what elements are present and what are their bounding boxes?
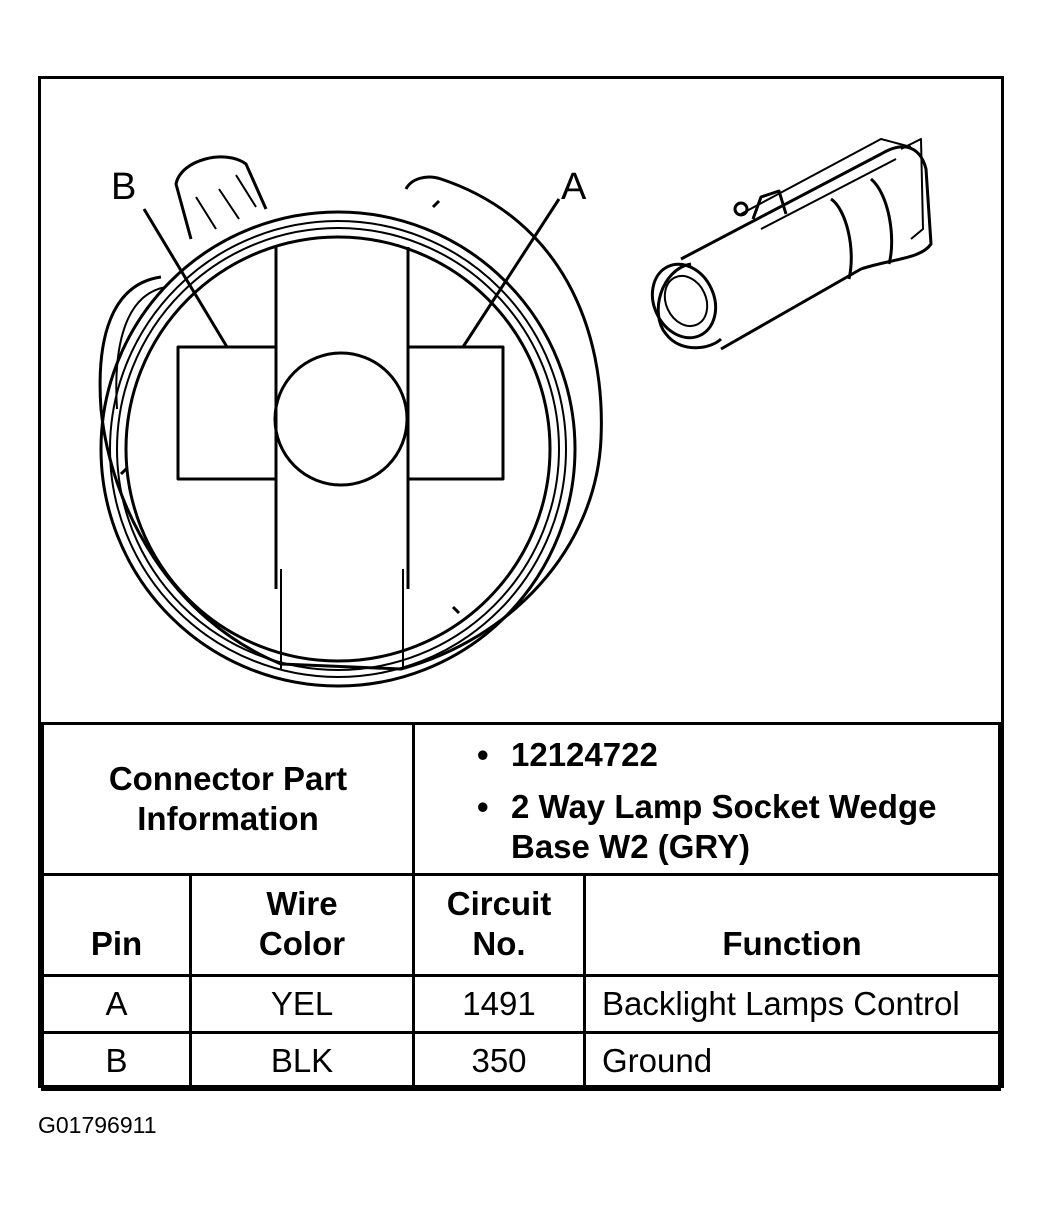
connector-face-diagram: B A — [98, 138, 933, 688]
ring-3 — [116, 227, 560, 671]
table-row: A YEL 1491 Backlight Lamps Control — [41, 974, 1001, 1034]
cell-function: Ground — [583, 1031, 1001, 1091]
table-header-row: Pin Wire Color Circuit No. Function — [41, 873, 1001, 977]
ring-2 — [109, 220, 567, 678]
center-boss — [273, 351, 409, 487]
bullet-icon: • — [477, 788, 489, 825]
cell-wire-color: BLK — [189, 1031, 415, 1091]
part-info-row: Connector Part Information • 12124722 • … — [41, 722, 1001, 876]
pin-label-b: B — [111, 166, 136, 208]
part-info-bullets: • 12124722 • 2 Way Lamp Socket Wedge Bas… — [412, 722, 1001, 876]
leader-b — [142, 208, 229, 348]
bullet-part-number: • 12124722 — [415, 735, 998, 775]
connector-figure: B A Connector Part Information • — [38, 76, 1004, 1091]
header-function: Function — [583, 873, 1001, 977]
cell-pin: B — [41, 1031, 192, 1091]
latch-tab — [174, 155, 268, 240]
housing-shell-inner — [115, 286, 167, 410]
header-pin: Pin — [41, 873, 192, 977]
leader-a — [461, 198, 561, 348]
figure-code: G01796911 — [38, 1112, 157, 1138]
bullet-icon: • — [477, 736, 489, 773]
ring-inner — [124, 235, 552, 663]
terminal-b — [176, 345, 278, 481]
cell-pin: A — [41, 974, 192, 1034]
cell-circuit: 350 — [412, 1031, 586, 1091]
connector-description: 2 Way Lamp Socket Wedge Base W2 (GRY) — [511, 788, 937, 865]
table-row: B BLK 350 Ground — [41, 1031, 1001, 1091]
header-circuit: Circuit No. — [412, 873, 586, 977]
header-wire-color: Wire Color — [189, 873, 415, 977]
pin-label-a: A — [561, 166, 587, 208]
connector-info-table: Connector Part Information • 12124722 • … — [41, 722, 1001, 1091]
part-info-label: Connector Part Information — [41, 722, 415, 876]
connector-perspective — [650, 138, 933, 351]
ring-outer — [99, 210, 577, 688]
terminal-a — [406, 345, 505, 481]
part-number: 12124722 — [511, 736, 658, 773]
bullet-description: • 2 Way Lamp Socket Wedge Base W2 (GRY) — [415, 787, 998, 867]
cell-function: Backlight Lamps Control — [583, 974, 1001, 1034]
cell-circuit: 1491 — [412, 974, 586, 1034]
cell-wire-color: YEL — [189, 974, 415, 1034]
